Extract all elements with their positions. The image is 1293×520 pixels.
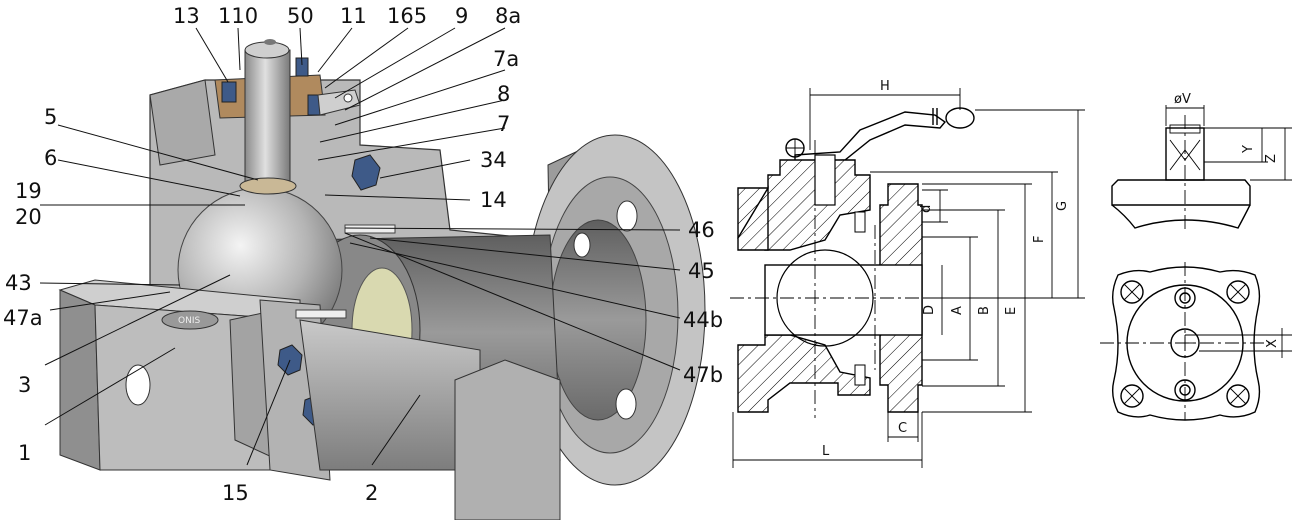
callout-47a: 47a <box>3 306 43 330</box>
callout-34: 34 <box>480 148 507 172</box>
section-drawing: H G F E B A D d L <box>730 79 1085 468</box>
dim-Z: Z <box>1264 154 1279 163</box>
callout-2: 2 <box>365 481 378 505</box>
dim-E: E <box>1004 307 1019 315</box>
callout-9: 9 <box>455 4 468 28</box>
callout-7: 7 <box>497 112 510 136</box>
dim-X: X <box>1265 339 1280 348</box>
body-section-left <box>737 185 769 251</box>
callout-6: 6 <box>44 146 57 170</box>
callout-44b: 44b <box>683 308 723 332</box>
bolt-top <box>854 211 866 233</box>
dim-L: L <box>822 444 830 459</box>
callout-45: 45 <box>688 259 715 283</box>
body-section-top <box>737 159 871 251</box>
right-flange <box>524 134 706 486</box>
bolt <box>351 154 381 191</box>
top-flange <box>1111 179 1251 206</box>
callout-14: 14 <box>480 188 507 212</box>
callout-19: 19 <box>15 179 42 203</box>
stem <box>814 154 836 206</box>
callout-15: 15 <box>222 481 249 505</box>
spring <box>344 224 396 234</box>
body-section-bottom <box>737 334 871 413</box>
dim-d: d <box>919 205 934 213</box>
callout-1: 1 <box>18 441 31 465</box>
stem-assembly <box>214 39 361 195</box>
plan-view-drawing: X <box>1100 262 1292 421</box>
stem-detail-drawing: øV Y Z <box>1111 92 1292 232</box>
flange-outline <box>1111 266 1261 421</box>
callout-8: 8 <box>497 82 510 106</box>
dim-H: H <box>880 79 890 94</box>
callout-165: 165 <box>387 4 427 28</box>
body-marking: ONIS <box>178 316 200 326</box>
dim-F: F <box>1032 236 1047 243</box>
dim-G: G <box>1055 201 1070 211</box>
callout-7a: 7a <box>493 47 519 71</box>
bolt-bottom <box>854 364 866 386</box>
callout-46: 46 <box>688 218 715 242</box>
handle <box>785 107 975 163</box>
dim-V: øV <box>1174 92 1191 107</box>
neck-profile <box>1111 204 1251 229</box>
cutaway-illustration: ONIS <box>58 39 706 520</box>
callout-labels: 13 110 50 11 165 9 8a 7a 8 7 5 6 34 19 2… <box>3 4 723 505</box>
callout-110: 110 <box>218 4 258 28</box>
callout-5: 5 <box>44 105 57 129</box>
front-flange <box>454 359 561 520</box>
callout-11: 11 <box>340 4 367 28</box>
callout-43: 43 <box>5 271 32 295</box>
callout-13: 13 <box>173 4 200 28</box>
callout-20: 20 <box>15 205 42 229</box>
callout-leaders <box>39 27 681 466</box>
dim-D: D <box>922 305 937 315</box>
callout-47b: 47b <box>683 363 723 387</box>
callout-3: 3 <box>18 373 31 397</box>
dim-Y: Y <box>1241 145 1256 154</box>
callout-50: 50 <box>287 4 314 28</box>
spring <box>295 309 347 319</box>
dim-B: B <box>977 306 992 315</box>
dim-C: C <box>898 421 907 436</box>
bore <box>764 264 923 336</box>
dim-A: A <box>950 306 965 315</box>
callout-8a: 8a <box>495 4 521 28</box>
